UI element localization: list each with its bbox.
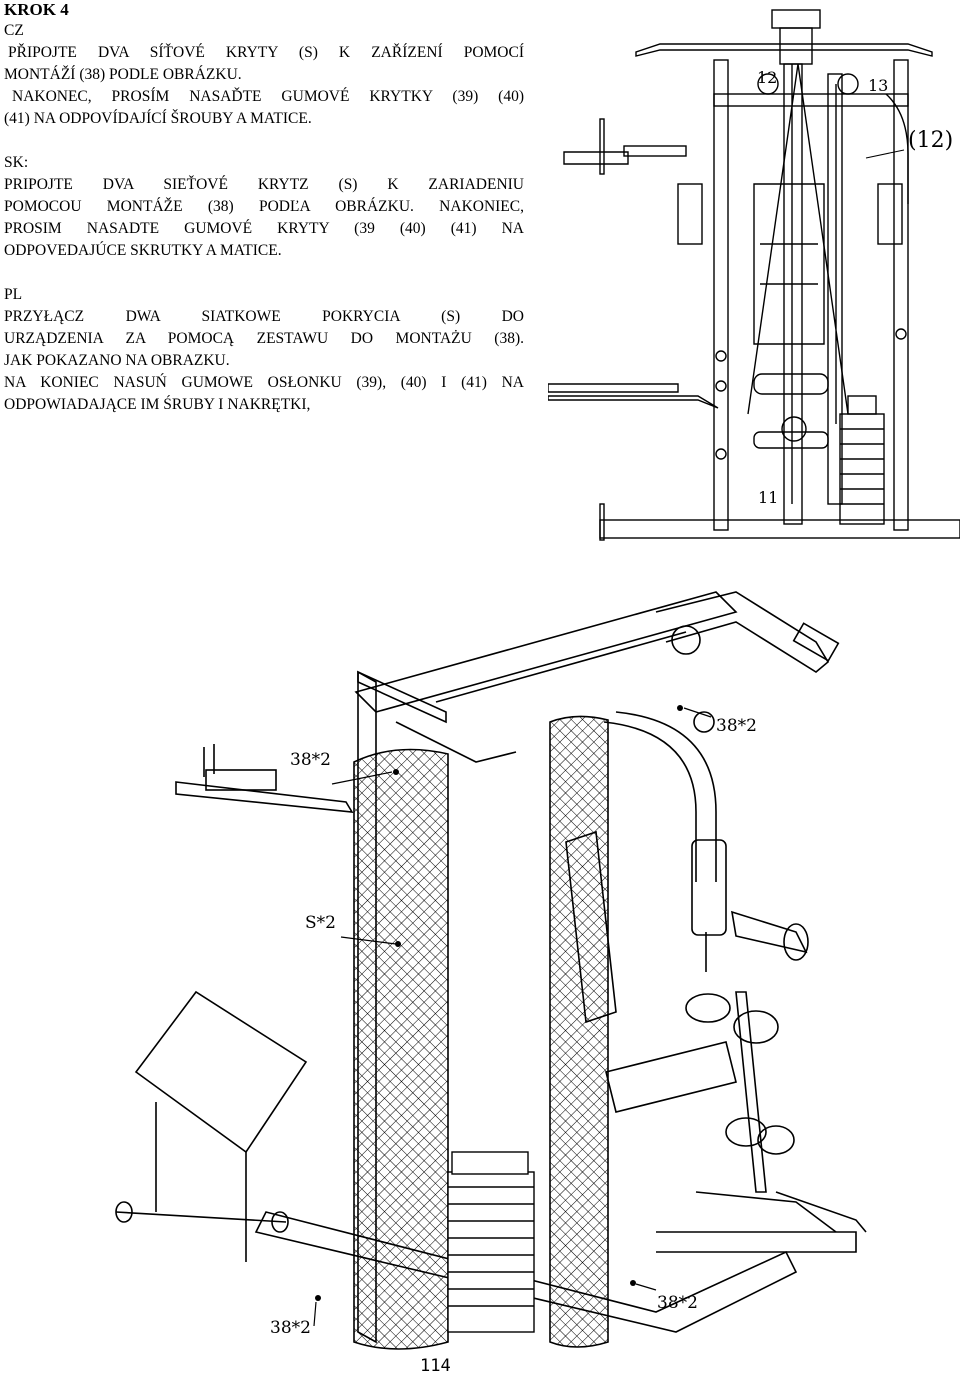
label-11: 11: [758, 488, 779, 507]
pl-line-5: ODPOWIADAJĄCE IM ŚRUBY I NAKRĘTKI,: [4, 396, 311, 413]
callout-s-x2: S*2: [305, 913, 336, 933]
label-12: 12: [757, 68, 778, 87]
cz-line-1: PŘIPOJTE DVA SÍŤOVÉ KRYTY (S) K ZAŘÍZENÍ…: [8, 44, 524, 61]
sk-line-1: PRIPOJTE DVA SIEŤOVÉ KRYTZ (S) K ZARIADE…: [4, 176, 524, 193]
step-heading: KROK 4: [4, 0, 69, 19]
cz-line-4: (41) NA ODPOVÍDAJÍCÍ ŠROUBY A MATICE.: [4, 110, 312, 127]
sk-line-3: PROSIM NASADTE GUMOVÉ KRYTY (39 (40) (41…: [4, 220, 524, 237]
assembly-diagram: [115, 591, 867, 1350]
pl-lang-label: PL: [4, 286, 23, 303]
callout-38x2-top-left: 38*2: [290, 750, 331, 770]
callout-38x2-bottom-left: 38*2: [270, 1318, 311, 1338]
sk-line-2: POMOCOU MONTÁŽE (38) PODĽA OBRÁZKU. NAKO…: [4, 198, 524, 215]
instructions-text: KROK 4 CZ PŘIPOJTE DVA SÍŤOVÉ KRYTY (S) …: [4, 0, 524, 416]
label-12-paren: (12): [908, 128, 954, 153]
pl-line-4: NA KONIEC NASUŃ GUMOWE OSŁONKU (39), (40…: [4, 374, 524, 391]
cz-line-3: NAKONEC, PROSÍM NASAĎTE GUMOVÉ KRYTKY (3…: [12, 88, 524, 105]
cz-section: CZ PŘIPOJTE DVA SÍŤOVÉ KRYTY (S) K ZAŘÍZ…: [4, 20, 524, 130]
cz-line-2: MONTÁŽÍ (38) PODLE OBRÁZKU.: [4, 66, 242, 83]
pl-line-3: JAK POKAZANO NA OBRAZKU.: [4, 352, 230, 369]
sk-lang-label: SK:: [4, 154, 29, 171]
front-view-diagram: [548, 9, 960, 541]
page-number: 114: [420, 1356, 451, 1376]
label-13: 13: [868, 76, 889, 95]
callout-38x2-bottom-right: 38*2: [657, 1293, 698, 1313]
pl-line-2: URZĄDZENIA ZA POMOCĄ ZESTAWU DO MONTAŻU …: [4, 330, 524, 347]
callout-38x2-top-right: 38*2: [716, 716, 757, 736]
sk-line-4: ODPOVEDAJÚCE SKRUTKY A MATICE.: [4, 242, 282, 259]
pl-section: PL PRZYŁĄCZ DWA SIATKOWE POKRYCIA (S) DO…: [4, 284, 524, 416]
cz-lang-label: CZ: [4, 22, 24, 39]
sk-section: SK: PRIPOJTE DVA SIEŤOVÉ KRYTZ (S) K ZAR…: [4, 152, 524, 262]
pl-line-1: PRZYŁĄCZ DWA SIATKOWE POKRYCIA (S) DO: [4, 308, 524, 325]
